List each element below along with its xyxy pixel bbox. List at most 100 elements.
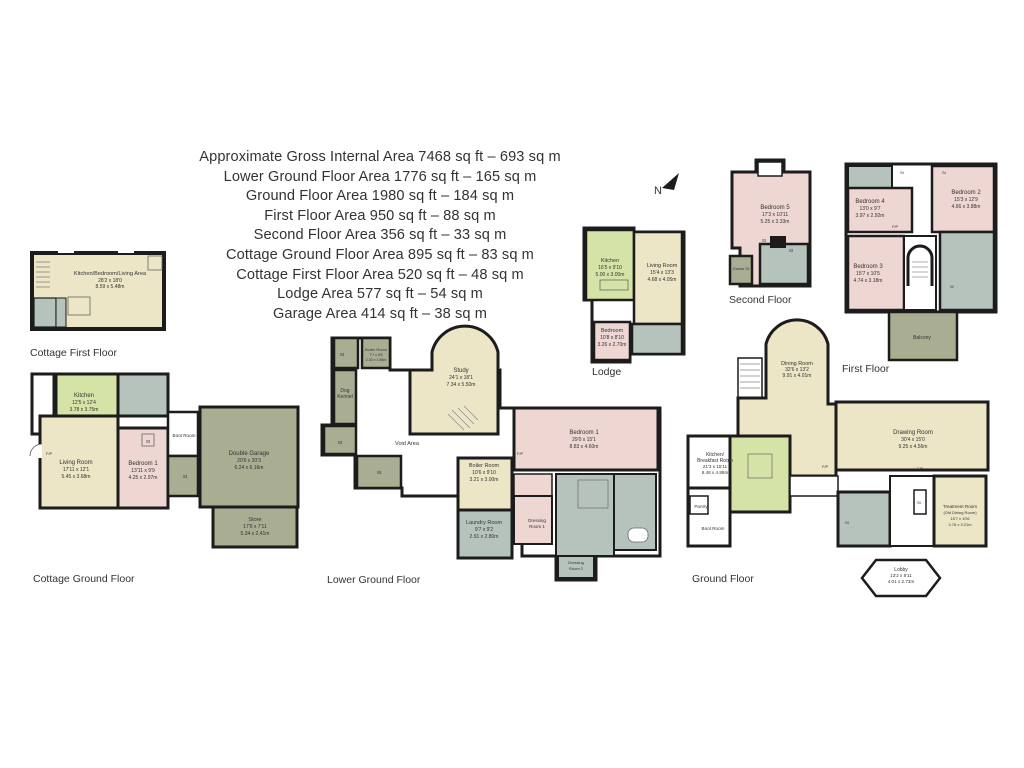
room-g-treatment-metric: 4.76 x 3.21m bbox=[948, 522, 972, 527]
area-line-lodge: Lodge Area 577 sq ft – 54 sq m bbox=[277, 286, 483, 303]
st-label-s1: St bbox=[762, 238, 767, 243]
room-lg-study-metric: 7.34 x 5.50m bbox=[447, 382, 476, 388]
room-g-kitchen-imperial: 21'3 x 15'11 bbox=[703, 464, 728, 469]
compass-label: N bbox=[654, 185, 662, 197]
st-label-lg1: St bbox=[340, 352, 345, 357]
area-line-garage: Garage Area 414 sq ft – 38 sq m bbox=[272, 305, 488, 322]
room-g-kitchen-line2: Breakfast Room bbox=[697, 458, 733, 464]
room-lg-boiler-metric: 3.21 x 3.00m bbox=[470, 477, 499, 483]
room-f-bed3-name: Bedroom 3 bbox=[853, 264, 883, 270]
room-lg-dressing1-line1: Dressing bbox=[528, 518, 546, 523]
room-lg-dressing2-line2: Room 2 bbox=[569, 566, 584, 571]
room-s-bed5-imperial: 17'3 x 10'11 bbox=[762, 212, 789, 218]
floor-label-ground: Ground Floor bbox=[692, 573, 754, 585]
room-g-dining-metric: 9.91 x 4.01m bbox=[783, 373, 812, 379]
room-c-bed1-imperial: 13'11 x 9'9 bbox=[131, 468, 155, 474]
area-line-total: Approximate Gross Internal Area 7468 sq … bbox=[199, 149, 561, 165]
room-lg-bed1-imperial: 29'0 x 15'1 bbox=[572, 437, 596, 443]
room-c-living-metric: 5.45 x 3.68m bbox=[62, 474, 91, 480]
room-f-bed4-metric: 3.97 x 2.92m bbox=[856, 213, 885, 219]
room-s-bed5-name: Bedroom 5 bbox=[760, 205, 790, 211]
st-label-c2: St bbox=[183, 474, 188, 479]
area-line-ground: Ground Floor Area 1980 sq ft – 184 sq m bbox=[245, 188, 515, 205]
room-f-bed4-name: Bedroom 4 bbox=[855, 199, 885, 205]
room-g-kitchen-line1: Kitchen/ bbox=[706, 452, 725, 458]
room-cf-kitchen-name: Kitchen/Bedroom/Living Area bbox=[74, 271, 147, 277]
room-c-store-metric: 5.34 x 2.41m bbox=[241, 531, 270, 537]
fp-label-g2: F/P bbox=[917, 466, 924, 471]
floor-label-first: First Floor bbox=[842, 363, 890, 375]
second-floor-plan: St St Eaves St Bedroom 5 17'3 x 10'11 5.… bbox=[728, 158, 812, 288]
room-lg-dressing2-line1: Dressing bbox=[568, 560, 584, 565]
lower-ground-floor-plan: St St St F/P Boiler Room 7'7 x 6'6 2.30 … bbox=[320, 324, 662, 582]
room-lg-dressing1-line2: Room 1 bbox=[529, 524, 545, 529]
st-label-g2: St bbox=[917, 500, 922, 505]
room-lg-boiler-small-metric: 2.30 x 1.98m bbox=[366, 358, 387, 362]
room-lg-laundry-imperial: 9'7 x 9'2 bbox=[475, 527, 494, 533]
area-line-lower-ground: Lower Ground Floor Area 1776 sq ft – 165… bbox=[223, 168, 537, 185]
room-c-bed1-metric: 4.25 x 2.97m bbox=[129, 475, 158, 481]
st-label-lg3: St bbox=[377, 470, 382, 475]
room-f-bed2-metric: 4.66 x 3.88m bbox=[952, 204, 981, 210]
fp-label-g1: F/P bbox=[822, 464, 829, 469]
st-label-f1: St bbox=[900, 170, 905, 175]
room-cf-kitchen-imperial: 28'2 x 18'0 bbox=[98, 278, 122, 284]
room-f-bed3-imperial: 15'7 x 10'5 bbox=[856, 271, 880, 277]
st-label-f2: St bbox=[942, 170, 947, 175]
room-lg-dog-line1: Dog bbox=[340, 388, 349, 394]
room-g-boot-name: Boot Room bbox=[702, 526, 725, 531]
area-summary: Approximate Gross Internal Area 7468 sq … bbox=[150, 148, 610, 324]
room-lo-kitchen-name: Kitchen bbox=[601, 258, 619, 264]
room-lo-kitchen-metric: 5.00 x 3.00m bbox=[596, 272, 625, 278]
room-g-lobby-imperial: 13'2 x 8'11 bbox=[890, 573, 912, 578]
room-lg-void-name: Void Area bbox=[395, 441, 420, 447]
room-s-eaves-name: Eaves St bbox=[733, 266, 750, 271]
room-lo-living-metric: 4.68 x 4.05m bbox=[648, 277, 677, 283]
room-lo-living-name: Living Room bbox=[647, 263, 678, 269]
floor-label-second: Second Floor bbox=[729, 294, 792, 306]
st-label-s2: St bbox=[789, 248, 794, 253]
area-line-first: First Floor Area 950 sq ft – 88 sq m bbox=[264, 207, 496, 224]
room-lg-boiler-small-imperial: 7'7 x 6'6 bbox=[369, 353, 382, 357]
room-cf-kitchen-metric: 8.59 x 5.48m bbox=[96, 284, 125, 290]
room-g-treatment-name: Treatment Room bbox=[943, 504, 977, 509]
room-f-bed3-metric: 4.74 x 3.18m bbox=[854, 278, 883, 284]
room-lg-bed1-name: Bedroom 1 bbox=[569, 430, 599, 436]
room-f-bed4-imperial: 13'0 x 9'7 bbox=[859, 206, 880, 212]
compass-icon: N bbox=[654, 173, 679, 197]
floor-label-lower-ground: Lower Ground Floor bbox=[327, 574, 421, 586]
room-lo-kitchen-imperial: 16'5 x 9'10 bbox=[598, 265, 622, 271]
room-c-store-imperial: 17'6 x 7'11 bbox=[243, 524, 267, 530]
room-c-store-name: Store bbox=[248, 517, 261, 523]
room-c-kitchen-name: Kitchen bbox=[74, 393, 94, 399]
room-c-bed1-name: Bedroom 1 bbox=[128, 461, 158, 467]
area-line-second: Second Floor Area 356 sq ft – 33 sq m bbox=[253, 227, 507, 244]
area-line-cottage-first: Cottage First Floor Area 520 sq ft – 48 … bbox=[236, 266, 524, 283]
room-g-lobby-metric: 4.01 x 2.73m bbox=[888, 579, 915, 584]
room-lg-laundry-name: Laundry Room bbox=[466, 520, 502, 526]
room-lg-boiler-imperial: 10'6 x 9'10 bbox=[472, 470, 496, 476]
room-c-garage-name: Double Garage bbox=[229, 451, 270, 457]
floor-label-lodge: Lodge bbox=[592, 366, 622, 378]
room-g-lobby-name: Lobby bbox=[894, 567, 908, 573]
floor-label-cottage-ground: Cottage Ground Floor bbox=[33, 573, 135, 585]
room-lo-living-imperial: 15'4 x 13'3 bbox=[650, 270, 674, 276]
room-g-treatment-imperial: 15'7 x 10'6 bbox=[950, 516, 970, 521]
st-label-c1: St bbox=[146, 439, 151, 444]
room-c-boot-name: Boot Room bbox=[173, 433, 196, 438]
room-lo-bedroom-metric: 3.26 x 2.70m bbox=[598, 342, 627, 348]
room-c-living-name: Living Room bbox=[59, 460, 92, 466]
room-g-kitchen-metric: 6.48 x 4.86m bbox=[702, 470, 729, 475]
room-lg-boiler-name: Boiler Room bbox=[469, 463, 500, 469]
room-lg-study-imperial: 24'1 x 18'1 bbox=[449, 375, 473, 381]
room-c-living-imperial: 17'11 x 12'1 bbox=[63, 467, 90, 473]
room-lg-laundry-metric: 2.91 x 2.80m bbox=[470, 534, 499, 540]
room-g-pantry-name: Pantry bbox=[694, 504, 708, 509]
ground-floor-plan: F/P F/P St St Dining Room 32'6 x 13'2 9.… bbox=[686, 318, 990, 598]
room-lg-dog-line2: Kennel bbox=[337, 394, 353, 400]
st-label-lg2: St bbox=[338, 440, 343, 445]
room-lo-bedroom-imperial: 10'8 x 8'10 bbox=[600, 335, 624, 341]
room-lg-boiler-small-name: Boiler Room bbox=[365, 347, 388, 352]
room-lg-study-name: Study bbox=[453, 368, 468, 374]
